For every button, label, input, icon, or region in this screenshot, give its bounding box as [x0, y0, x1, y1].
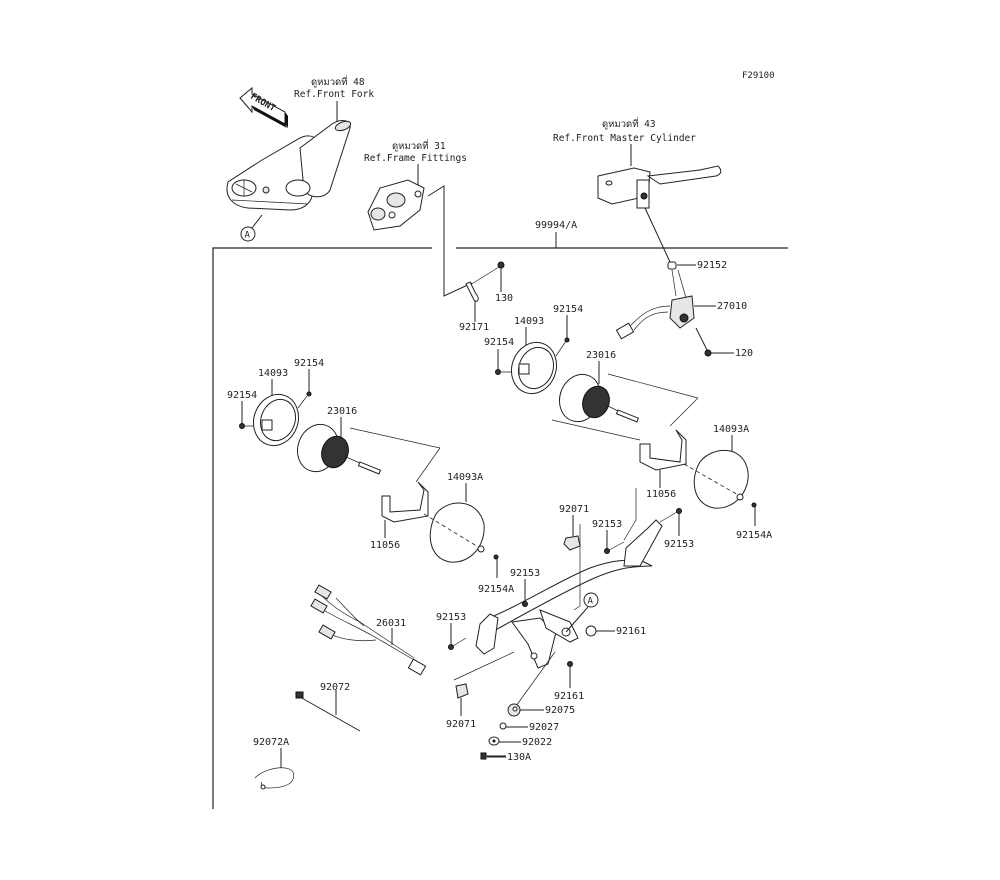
svg-text:92152: 92152 [697, 260, 727, 271]
svg-text:92072: 92072 [320, 682, 350, 693]
svg-text:14093A: 14093A [713, 424, 749, 435]
switch-27010-part: 27010 [615, 295, 747, 340]
bulb-23016-right-part: 23016 [558, 350, 640, 423]
lens-14093a-right-part: 14093A 92154A [683, 424, 772, 541]
bracket-11056-right-part: 11056 [551, 373, 699, 500]
ref-front-master-cylinder-label: ดูหมวดที่ 43 Ref.Front Master Cylinder [553, 117, 696, 166]
callout-a-lower: A [565, 592, 599, 633]
svg-text:Ref.Frame Fittings: Ref.Frame Fittings [364, 153, 467, 164]
ref-frame-fittings-label: ดูหมวดที่ 31 Ref.Frame Fittings [364, 139, 467, 186]
svg-text:92153: 92153 [664, 539, 694, 550]
bolt-130a-part: 130A [480, 752, 531, 763]
grommet-92071-lower-part: 92071 [446, 651, 515, 730]
svg-text:92154A: 92154A [736, 530, 772, 541]
svg-text:92154: 92154 [227, 390, 257, 401]
bracket-11056-left-part: 11056 [349, 427, 441, 551]
washer-92022-part: 92022 [488, 736, 552, 748]
svg-text:92161: 92161 [554, 691, 584, 702]
collar-92027-part: 92027 [499, 722, 559, 733]
svg-text:A: A [245, 231, 251, 241]
svg-text:130A: 130A [507, 752, 531, 763]
grommet-92071-upper-part: 92071 [559, 504, 589, 551]
cap-92161-a-part: 92161 [585, 625, 646, 637]
svg-text:ดูหมวดที่ 31: ดูหมวดที่ 31 [392, 139, 446, 152]
bolt-92153-c-part: 92153 [510, 568, 540, 607]
screw-120-part: 120 [695, 327, 753, 359]
harness-26031-part: 26031 [310, 584, 427, 676]
cable-tie-92072-part: 92072 [295, 682, 361, 732]
svg-text:ดูหมวดที่ 43: ดูหมวดที่ 43 [602, 117, 656, 130]
callout-a-top: A [240, 214, 263, 242]
svg-text:27010: 27010 [717, 301, 747, 312]
rim-14093-right-part: 14093 92154 92154 [484, 304, 583, 395]
lens-14093a-left-part: 14093A 92154A [423, 472, 514, 595]
svg-text:92153: 92153 [592, 519, 622, 530]
svg-text:130: 130 [495, 293, 513, 304]
svg-text:Ref.Front Fork: Ref.Front Fork [294, 89, 374, 100]
master-cylinder-part [597, 165, 722, 209]
svg-text:92154: 92154 [294, 358, 324, 369]
svg-text:92153: 92153 [510, 568, 540, 579]
bolt-92152-part: 92152 [667, 260, 727, 271]
clip-92171-part: 92171 [459, 281, 489, 333]
front-arrow-icon: FRONT [239, 86, 288, 128]
bolt-92153-b-part: 92153 [659, 508, 694, 550]
bolt-92153-d-part: 92153 [436, 612, 467, 650]
svg-text:23016: 23016 [586, 350, 616, 361]
turn-signal-stay-part [475, 488, 663, 669]
svg-text:11056: 11056 [646, 489, 676, 500]
rim-14093-left-part: 14093 92154 92154 [227, 358, 324, 447]
screw-92161-b-part: 92161 [554, 661, 584, 702]
svg-text:14093: 14093 [258, 368, 288, 379]
svg-text:92027: 92027 [529, 722, 559, 733]
frame-fitting-bracket-part [367, 179, 425, 231]
ref-front-fork-label: ดูหมวดที่ 48 Ref.Front Fork [294, 75, 374, 122]
damper-92075-part: 92075 [507, 703, 575, 717]
part-label-99994a: 99994/A [535, 220, 577, 231]
svg-text:92075: 92075 [545, 705, 575, 716]
bolt-130-part: 130 [469, 261, 513, 304]
svg-text:11056: 11056 [370, 540, 400, 551]
svg-text:14093A: 14093A [447, 472, 483, 483]
figure-code: F29100 [742, 71, 775, 81]
steering-stem-part [226, 120, 352, 211]
svg-text:92171: 92171 [459, 322, 489, 333]
bulb-23016-left-part: 23016 [296, 406, 382, 475]
band-92072a-part: 92072A [253, 737, 294, 790]
svg-text:92071: 92071 [559, 504, 589, 515]
svg-text:92153: 92153 [436, 612, 466, 623]
svg-text:14093: 14093 [514, 316, 544, 327]
svg-text:26031: 26031 [376, 618, 406, 629]
svg-text:92071: 92071 [446, 719, 476, 730]
svg-text:92154: 92154 [553, 304, 583, 315]
svg-text:92154: 92154 [484, 337, 514, 348]
svg-text:23016: 23016 [327, 406, 357, 417]
svg-text:92161: 92161 [616, 626, 646, 637]
svg-text:92022: 92022 [522, 737, 552, 748]
bolt-92153-a-part: 92153 [592, 519, 625, 554]
frame-border [212, 185, 788, 809]
svg-text:120: 120 [735, 348, 753, 359]
svg-text:92154A: 92154A [478, 584, 514, 595]
svg-text:A: A [588, 597, 594, 607]
svg-text:92072A: 92072A [253, 737, 289, 748]
svg-text:ดูหมวดที่ 48: ดูหมวดที่ 48 [311, 75, 365, 88]
svg-text:Ref.Front Master Cylinder: Ref.Front Master Cylinder [553, 133, 696, 144]
